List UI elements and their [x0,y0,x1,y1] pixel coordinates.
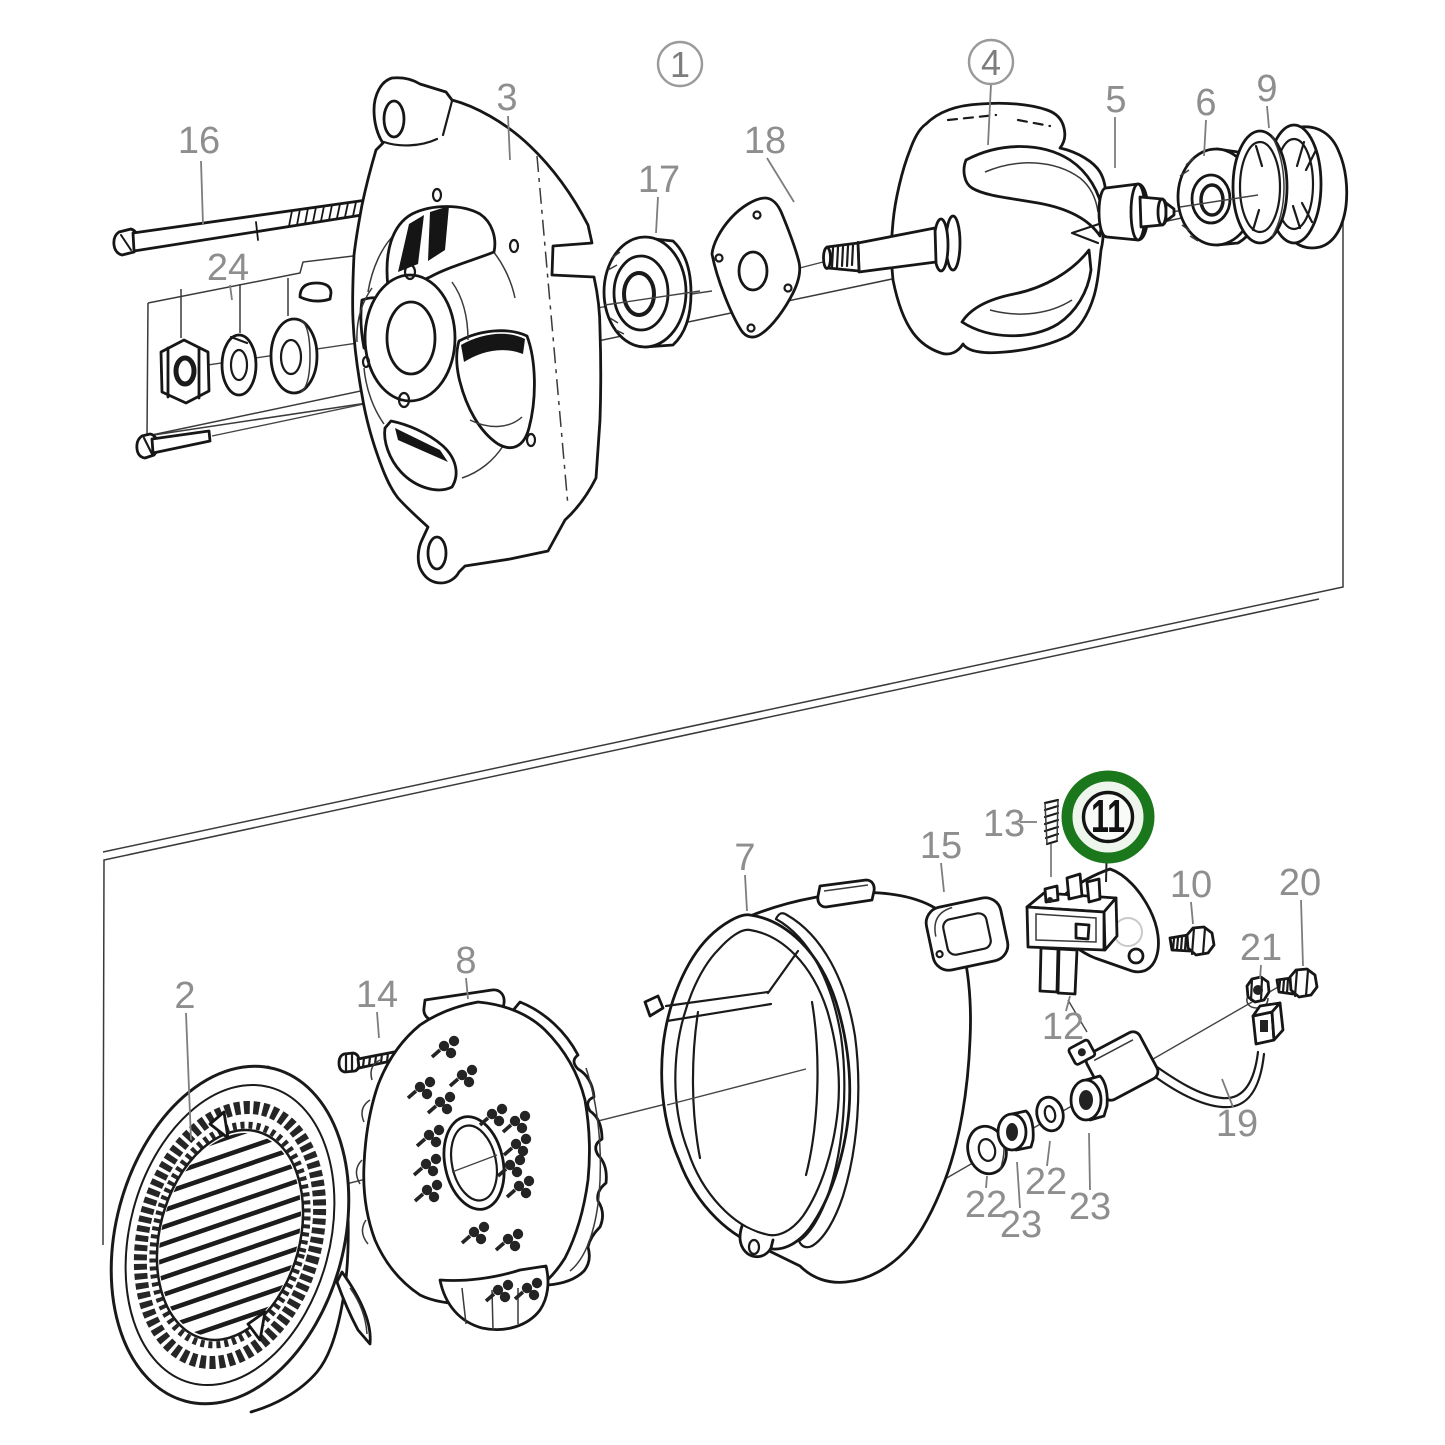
svg-text:19: 19 [1216,1103,1258,1145]
svg-text:22: 22 [965,1184,1007,1226]
svg-text:9: 9 [1256,68,1277,110]
svg-text:1: 1 [670,44,690,85]
svg-text:2: 2 [174,975,195,1017]
svg-text:5: 5 [1105,79,1126,121]
svg-text:24: 24 [207,247,249,289]
svg-text:18: 18 [744,120,786,162]
svg-text:6: 6 [1195,82,1216,124]
svg-text:7: 7 [734,837,755,879]
svg-text:10: 10 [1170,864,1212,906]
svg-text:4: 4 [981,42,1001,83]
svg-text:23: 23 [1069,1186,1111,1228]
svg-text:14: 14 [356,974,398,1016]
svg-text:20: 20 [1279,862,1321,904]
svg-text:15: 15 [920,825,962,867]
svg-text:21: 21 [1240,927,1282,969]
svg-text:17: 17 [638,159,680,201]
svg-text:13: 13 [983,803,1025,845]
svg-text:12: 12 [1042,1006,1084,1048]
svg-text:22: 22 [1025,1161,1067,1203]
svg-text:8: 8 [455,940,476,982]
svg-text:3: 3 [496,77,517,119]
svg-text:23: 23 [1000,1204,1042,1246]
svg-text:16: 16 [178,120,220,162]
svg-text:11: 11 [1091,790,1125,842]
